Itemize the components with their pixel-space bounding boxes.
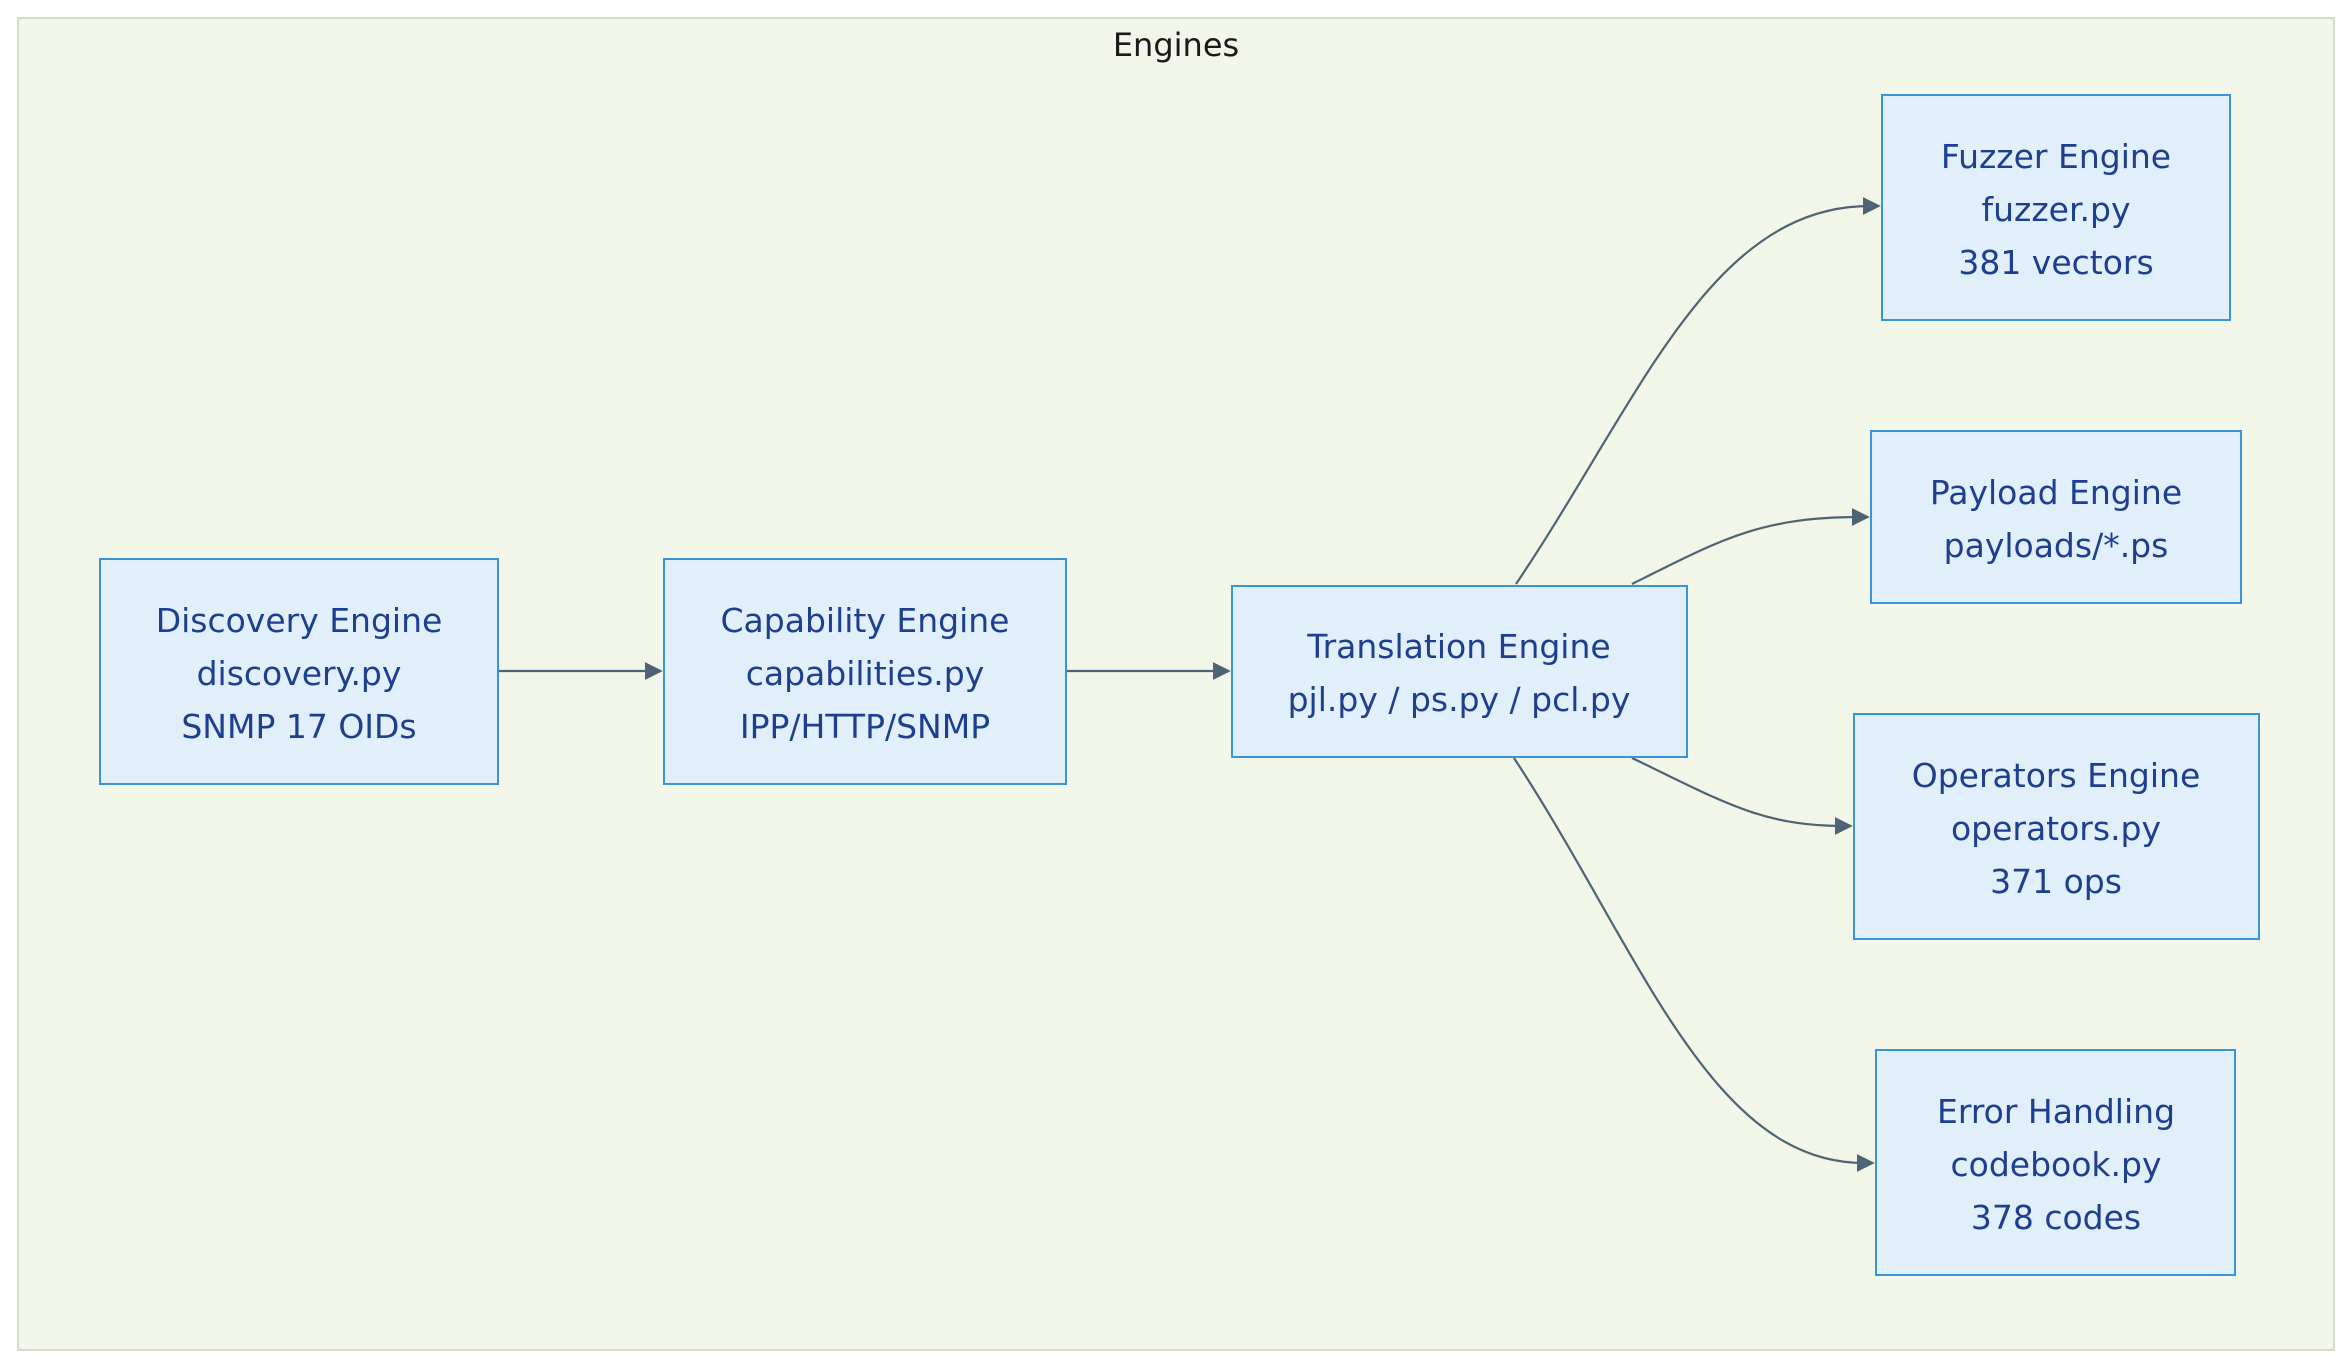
edge-translation-to-operators — [1631, 757, 1853, 835]
node-box — [663, 558, 1067, 785]
node-title: Operators Engine — [1912, 756, 2201, 795]
node-box — [99, 558, 499, 785]
node-box — [1870, 430, 2242, 604]
node-detail: SNMP 17 OIDs — [181, 707, 416, 746]
node-title: Fuzzer Engine — [1941, 137, 2171, 176]
node-payload-engine[interactable]: Payload Engine payloads/*.ps — [1870, 430, 2242, 604]
node-capability-engine[interactable]: Capability Engine capabilities.py IPP/HT… — [663, 558, 1067, 785]
node-title: Capability Engine — [721, 601, 1010, 640]
node-detail: 371 ops — [1990, 862, 2122, 901]
node-file: operators.py — [1951, 809, 2161, 848]
node-detail: IPP/HTTP/SNMP — [740, 707, 990, 746]
node-file: capabilities.py — [746, 654, 985, 693]
edges-layer — [498, 197, 1881, 1172]
node-file: codebook.py — [1951, 1145, 2162, 1184]
node-operators-engine[interactable]: Operators Engine operators.py 371 ops — [1853, 713, 2260, 940]
node-box — [1881, 94, 2231, 321]
node-box — [1231, 585, 1688, 758]
node-file: pjl.py / ps.py / pcl.py — [1288, 680, 1631, 719]
edge-translation-to-error — [1513, 757, 1875, 1172]
node-file: discovery.py — [197, 654, 402, 693]
node-title: Discovery Engine — [156, 601, 443, 640]
node-box — [1875, 1049, 2236, 1276]
node-detail: 378 codes — [1971, 1198, 2141, 1237]
node-file: payloads/*.ps — [1944, 526, 2169, 565]
node-detail: 381 vectors — [1958, 243, 2153, 282]
node-title: Translation Engine — [1306, 627, 1610, 666]
edge-translation-to-payload — [1631, 508, 1870, 585]
node-title: Payload Engine — [1930, 473, 2182, 512]
node-file: fuzzer.py — [1982, 190, 2131, 229]
node-translation-engine[interactable]: Translation Engine pjl.py / ps.py / pcl.… — [1231, 585, 1688, 758]
cluster-title: Engines — [1113, 26, 1239, 64]
node-title: Error Handling — [1937, 1092, 2175, 1131]
node-discovery-engine[interactable]: Discovery Engine discovery.py SNMP 17 OI… — [99, 558, 499, 785]
node-fuzzer-engine[interactable]: Fuzzer Engine fuzzer.py 381 vectors — [1881, 94, 2231, 321]
node-box — [1853, 713, 2260, 940]
node-error-handling[interactable]: Error Handling codebook.py 378 codes — [1875, 1049, 2236, 1276]
edge-translation-to-fuzzer — [1515, 197, 1881, 585]
